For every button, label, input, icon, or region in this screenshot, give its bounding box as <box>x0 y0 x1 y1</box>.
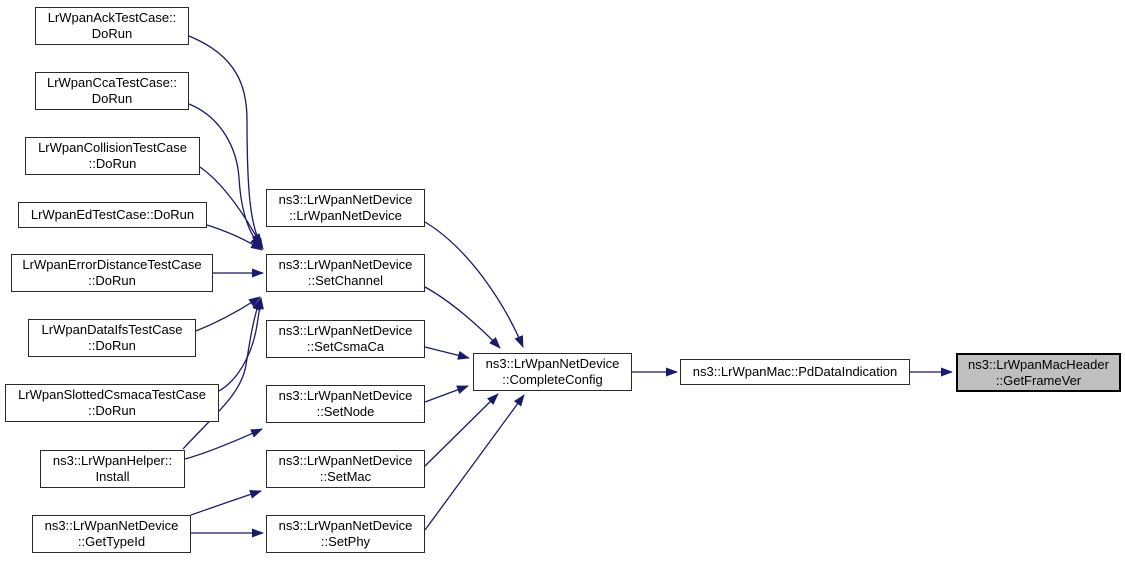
node-lrwpannetdevice-setphy[interactable]: ns3::LrWpanNetDevice ::SetPhy <box>266 515 425 553</box>
node-label-line: LrWpanCcaTestCase:: <box>46 75 178 90</box>
node-lrwpanhelper-install[interactable]: ns3::LrWpanHelper:: Install <box>40 450 185 488</box>
node-label-line: LrWpanCollisionTestCase <box>38 140 187 155</box>
edge-setchannel-to-completeconfig <box>424 286 501 349</box>
node-label-line: ns3::LrWpanNetDevice <box>278 453 413 468</box>
node-lrwpan-dataifs-testcase-dorun[interactable]: LrWpanDataIfsTestCase ::DoRun <box>28 319 196 357</box>
edge-gettypeid-to-setmac <box>190 490 262 516</box>
node-lrwpannetdevice-setnode[interactable]: ns3::LrWpanNetDevice ::SetNode <box>266 385 425 423</box>
node-label-line: LrWpanAckTestCase:: <box>47 10 177 25</box>
node-label-line: ::SetMac <box>319 469 372 484</box>
node-label-line: ::SetNode <box>316 404 375 419</box>
edge-setphy-to-completeconfig <box>424 394 525 531</box>
node-label-line: ns3::LrWpanNetDevice <box>278 192 413 207</box>
node-lrwpan-slottedcsmaca-testcase-dorun[interactable]: LrWpanSlottedCsmacaTestCase ::DoRun <box>5 384 219 422</box>
node-label-line: LrWpanErrorDistanceTestCase <box>22 257 202 272</box>
edge-slottedcsmaca-to-setchannel <box>218 297 264 392</box>
node-label-line: Install <box>95 469 130 484</box>
edge-collision-to-setchannel <box>199 166 262 246</box>
node-label-line: ::GetTypeId <box>77 534 146 549</box>
node-label-line: ::LrWpanNetDevice <box>289 208 402 223</box>
node-label-line: LrWpanEdTestCase::DoRun <box>30 207 195 222</box>
node-label-line: ::DoRun <box>88 338 136 353</box>
edge-setmac-to-completeconfig <box>424 393 499 467</box>
node-label-line: ::CompleteConfig <box>502 372 603 387</box>
node-lrwpan-ack-testcase-dorun[interactable]: LrWpanAckTestCase:: DoRun <box>35 7 189 45</box>
node-label-line: ns3::LrWpanMacHeader <box>968 356 1109 372</box>
node-lrwpan-collision-testcase-dorun[interactable]: LrWpanCollisionTestCase ::DoRun <box>25 137 200 175</box>
edge-setnode-to-completeconfig <box>424 385 469 403</box>
node-label-line: ns3::LrWpanNetDevice <box>278 518 413 533</box>
node-lrwpannetdevice-setmac[interactable]: ns3::LrWpanNetDevice ::SetMac <box>266 450 425 488</box>
edge-ed-to-setchannel <box>206 224 263 251</box>
node-lrwpan-errordistance-testcase-dorun[interactable]: LrWpanErrorDistanceTestCase ::DoRun <box>11 254 213 292</box>
node-label-line: ns3::LrWpanNetDevice <box>278 323 413 338</box>
edge-install-to-setchannel <box>182 298 261 450</box>
node-label-line: ::GetFrameVer <box>995 372 1082 388</box>
edge-setcsmaca-to-completeconfig <box>424 346 470 360</box>
node-lrwpannetdevice-setcsmaca[interactable]: ns3::LrWpanNetDevice ::SetCsmaCa <box>266 320 425 358</box>
node-label-line: ns3::LrWpanNetDevice <box>278 257 413 272</box>
node-lrwpan-cca-testcase-dorun[interactable]: LrWpanCcaTestCase:: DoRun <box>35 72 189 110</box>
node-lrwpannetdevice-setchannel[interactable]: ns3::LrWpanNetDevice ::SetChannel <box>266 254 425 292</box>
node-lrwpannetdevice-gettypeid[interactable]: ns3::LrWpanNetDevice ::GetTypeId <box>32 515 191 553</box>
node-label-line: ns3::LrWpanMac::PdDataIndication <box>692 364 898 379</box>
node-label-line: ::DoRun <box>88 403 136 418</box>
node-lrwpanmac-pddataindication[interactable]: ns3::LrWpanMac::PdDataIndication <box>680 359 910 385</box>
edge-ctor-to-completeconfig <box>424 221 524 348</box>
node-label-line: ::DoRun <box>88 273 136 288</box>
node-lrwpan-ed-testcase-dorun[interactable]: LrWpanEdTestCase::DoRun <box>18 202 207 228</box>
node-label-line: DoRun <box>91 91 133 106</box>
node-label-line: ns3::LrWpanNetDevice <box>278 388 413 403</box>
node-label-line: ::SetChannel <box>307 273 384 288</box>
node-label-line: ns3::LrWpanHelper:: <box>52 453 173 468</box>
edge-install-to-setnode <box>184 428 263 460</box>
edge-cca-to-setchannel <box>188 103 262 248</box>
node-label-line: LrWpanSlottedCsmacaTestCase <box>18 387 206 402</box>
node-lrwpannetdevice-constructor[interactable]: ns3::LrWpanNetDevice ::LrWpanNetDevice <box>266 189 425 227</box>
node-lrwpannetdevice-completeconfig[interactable]: ns3::LrWpanNetDevice ::CompleteConfig <box>473 353 632 391</box>
edge-ack-to-setchannel <box>188 35 264 250</box>
node-label-line: LrWpanDataIfsTestCase <box>41 322 183 337</box>
node-label-line: ::SetCsmaCa <box>306 339 385 354</box>
node-label-line: ::DoRun <box>88 156 137 171</box>
node-label-line: ::SetPhy <box>320 534 371 549</box>
node-label-line: ns3::LrWpanNetDevice <box>485 356 620 371</box>
node-label-line: ns3::LrWpanNetDevice <box>44 518 179 533</box>
edge-dataifs-to-setchannel <box>195 296 261 332</box>
node-lrwpanmacheader-getframever-current: ns3::LrWpanMacHeader ::GetFrameVer <box>956 353 1121 392</box>
node-label-line: DoRun <box>91 26 133 41</box>
